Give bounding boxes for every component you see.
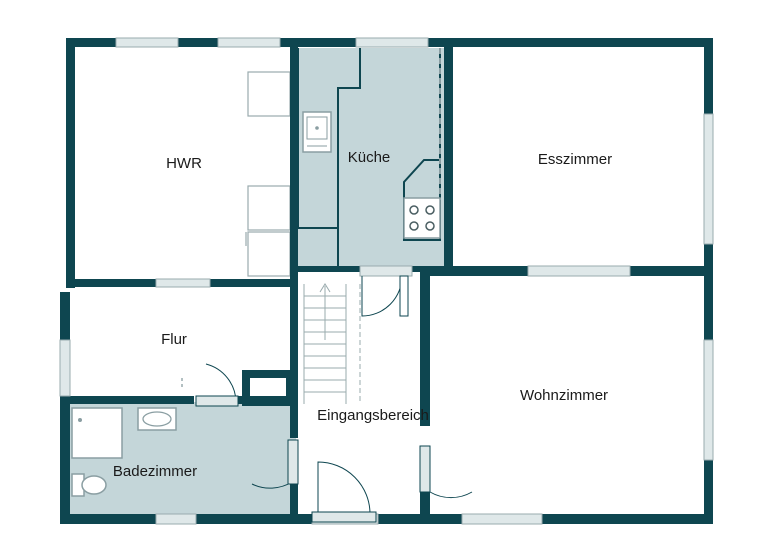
window: [59, 339, 71, 397]
room-label-eingangsbereich: Eingangsbereich: [317, 407, 429, 424]
window: [115, 37, 179, 48]
window: [703, 113, 714, 245]
outer-wall-left-lower: [60, 292, 70, 524]
room-label-flur: Flur: [161, 331, 187, 348]
hwr-appliances: [245, 71, 291, 277]
toilet-icon: [71, 473, 107, 497]
room-label-hwr: HWR: [166, 155, 202, 172]
shower-icon: [71, 407, 123, 459]
washbasin-icon: [137, 407, 177, 431]
stairs-icon: [303, 283, 361, 404]
room-label-kueche: Küche: [348, 149, 391, 166]
window: [355, 37, 429, 48]
wall-entry-left: [290, 300, 298, 438]
window: [217, 37, 281, 48]
outer-wall-bottom: [60, 514, 712, 524]
wall-kitchen-ess: [444, 38, 453, 272]
wall-entry-wohn-lower: [420, 486, 430, 524]
wall-entry-wohn: [420, 266, 430, 426]
window: [461, 513, 543, 525]
room-label-wohnzimmer: Wohnzimmer: [520, 387, 608, 404]
window: [155, 513, 197, 525]
outer-wall-right: [704, 38, 713, 524]
wall-hwr-kitchen: [290, 38, 298, 310]
sink-icon: [302, 111, 332, 153]
wall-entry-left-lower: [290, 484, 298, 524]
window: [155, 278, 211, 288]
door-kitchen-entry: [361, 275, 409, 317]
room-label-badezimmer: Badezimmer: [113, 463, 197, 480]
shaft-block: [242, 370, 294, 406]
door-bath-entry: [251, 439, 299, 489]
door-flur-bath: [181, 363, 239, 407]
stove-icon: [403, 197, 441, 239]
room-labels: HWR Küche Esszimmer Flur Eingangsbereich…: [113, 149, 612, 480]
door-entry-wohn: [419, 445, 473, 499]
door-front: [311, 461, 377, 523]
glazed-opening: [359, 265, 413, 277]
glazed-opening: [527, 265, 631, 277]
doors: [181, 275, 473, 523]
room-label-esszimmer: Esszimmer: [538, 151, 612, 168]
window: [703, 339, 714, 461]
wall-flur-bath: [60, 396, 194, 404]
outer-wall-left-upper: [66, 38, 75, 288]
